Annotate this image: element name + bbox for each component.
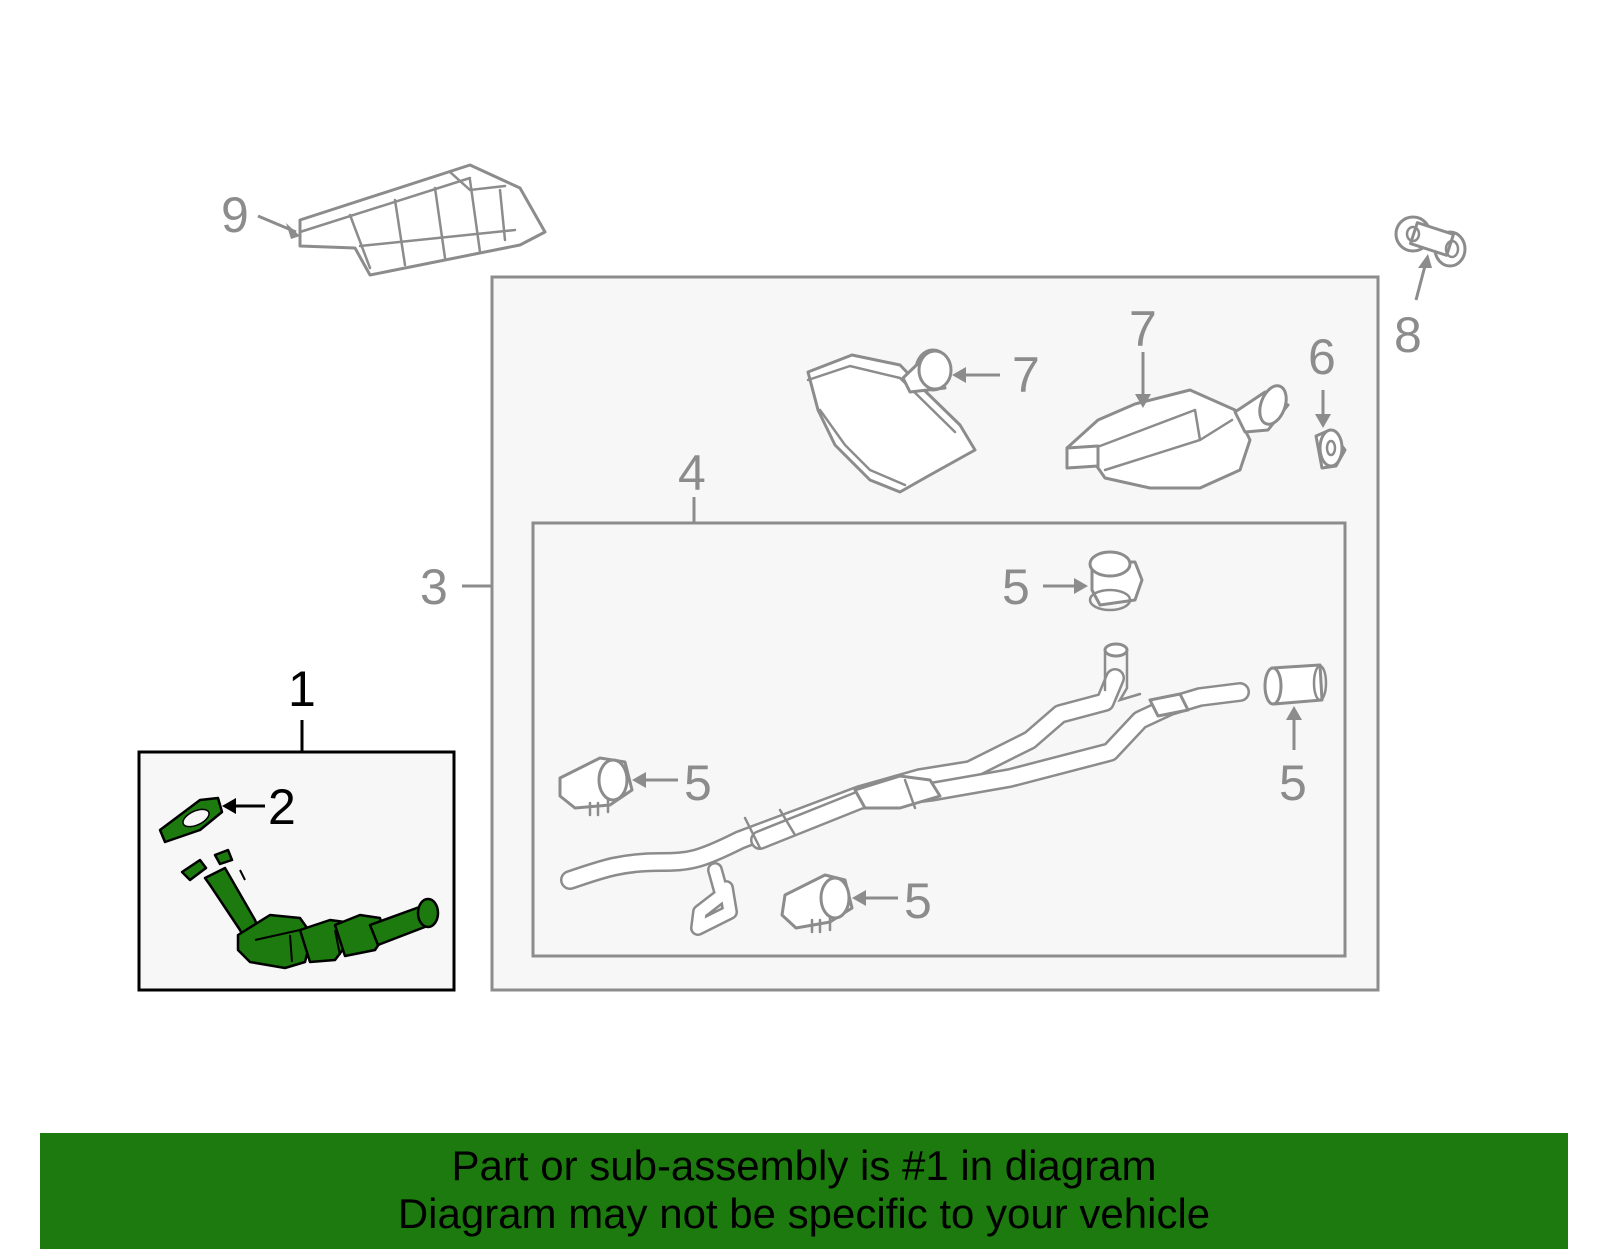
callout-8-leader	[1414, 261, 1428, 301]
banner-line-1: Part or sub-assembly is #1 in diagram	[451, 1142, 1157, 1189]
part-5-clamp-top[interactable]	[1088, 550, 1144, 612]
part-4-intermediate-pipe[interactable]	[560, 642, 1250, 936]
part-7-muffler-left[interactable]	[806, 348, 977, 494]
part-6-insulator[interactable]	[1314, 428, 1347, 470]
callout-1: 1	[288, 661, 316, 717]
part-5-clamp-bottom[interactable]	[780, 873, 854, 934]
assembly-4-box	[531, 521, 1347, 958]
banner-line-2: Diagram may not be specific to your vehi…	[397, 1190, 1211, 1237]
part-7-muffler-right[interactable]	[1065, 382, 1291, 490]
callout-7b: 7	[1129, 301, 1157, 357]
callout-6: 6	[1308, 329, 1336, 385]
part-8-hanger[interactable]	[1394, 215, 1467, 268]
part-1-catalytic-converter[interactable]	[180, 848, 440, 970]
callout-8: 8	[1394, 307, 1422, 363]
callout-2: 2	[268, 779, 296, 835]
part-2-gasket[interactable]	[158, 796, 224, 844]
part-5-clamp-left[interactable]	[558, 756, 634, 817]
callout-5c: 5	[904, 873, 932, 929]
callout-9: 9	[221, 187, 249, 243]
part-9-heat-shield[interactable]	[298, 163, 547, 277]
callout-7a: 7	[1012, 347, 1040, 403]
callout-3: 3	[420, 559, 448, 615]
callout-5d: 5	[1279, 755, 1307, 811]
callout-5a: 5	[1002, 559, 1030, 615]
callout-4: 4	[678, 445, 706, 501]
callout-5b: 5	[684, 755, 712, 811]
info-banner: Part or sub-assembly is #1 in diagram Di…	[40, 1133, 1568, 1249]
part-5-clamp-right[interactable]	[1263, 663, 1328, 706]
